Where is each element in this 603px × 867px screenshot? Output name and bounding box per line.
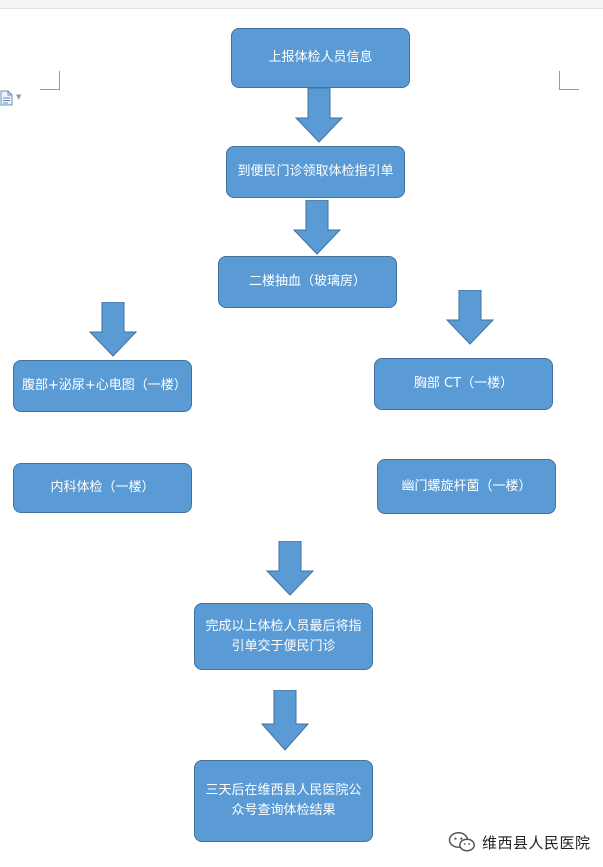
- wechat-icon: [448, 832, 475, 852]
- step-blood-draw: 二楼抽血（玻璃房）: [218, 256, 397, 308]
- step-report-info: 上报体检人员信息: [231, 28, 410, 88]
- document-icon[interactable]: [0, 90, 14, 106]
- step-chest-ct: 胸部 CT（一楼）: [374, 358, 553, 410]
- step-helicobacter: 幽门螺旋杆菌（一楼）: [377, 459, 556, 514]
- step-get-guide-sheet: 到便民门诊领取体检指引单: [226, 146, 405, 198]
- step-abdomen-ecg: 腹部+泌尿+心电图（一楼）: [13, 360, 192, 412]
- arrow-down-left-branch: [88, 302, 138, 357]
- step-submit-guide-sheet: 完成以上体检人员最后将指引单交于便民门诊: [194, 603, 373, 670]
- watermark: 维西县人民医院: [448, 828, 591, 856]
- arrow-down-1: [294, 88, 344, 143]
- watermark-text: 维西县人民医院: [482, 833, 591, 852]
- arrow-down-4: [260, 690, 310, 751]
- dropdown-caret-icon[interactable]: ▼: [16, 93, 22, 101]
- arrow-down-right-branch: [445, 290, 495, 345]
- crop-mark-right-horizontal: [559, 89, 579, 90]
- step-check-results: 三天后在维西县人民医院公众号查询体检结果: [194, 760, 373, 842]
- arrow-down-3: [265, 541, 315, 596]
- crop-mark-right-vertical: [559, 71, 560, 90]
- crop-mark-left-vertical: [59, 71, 60, 90]
- arrow-down-2: [292, 200, 342, 255]
- step-internal-medicine: 内科体检（一楼）: [13, 463, 192, 513]
- top-toolbar-strip: [0, 0, 603, 9]
- crop-mark-left-horizontal: [40, 89, 60, 90]
